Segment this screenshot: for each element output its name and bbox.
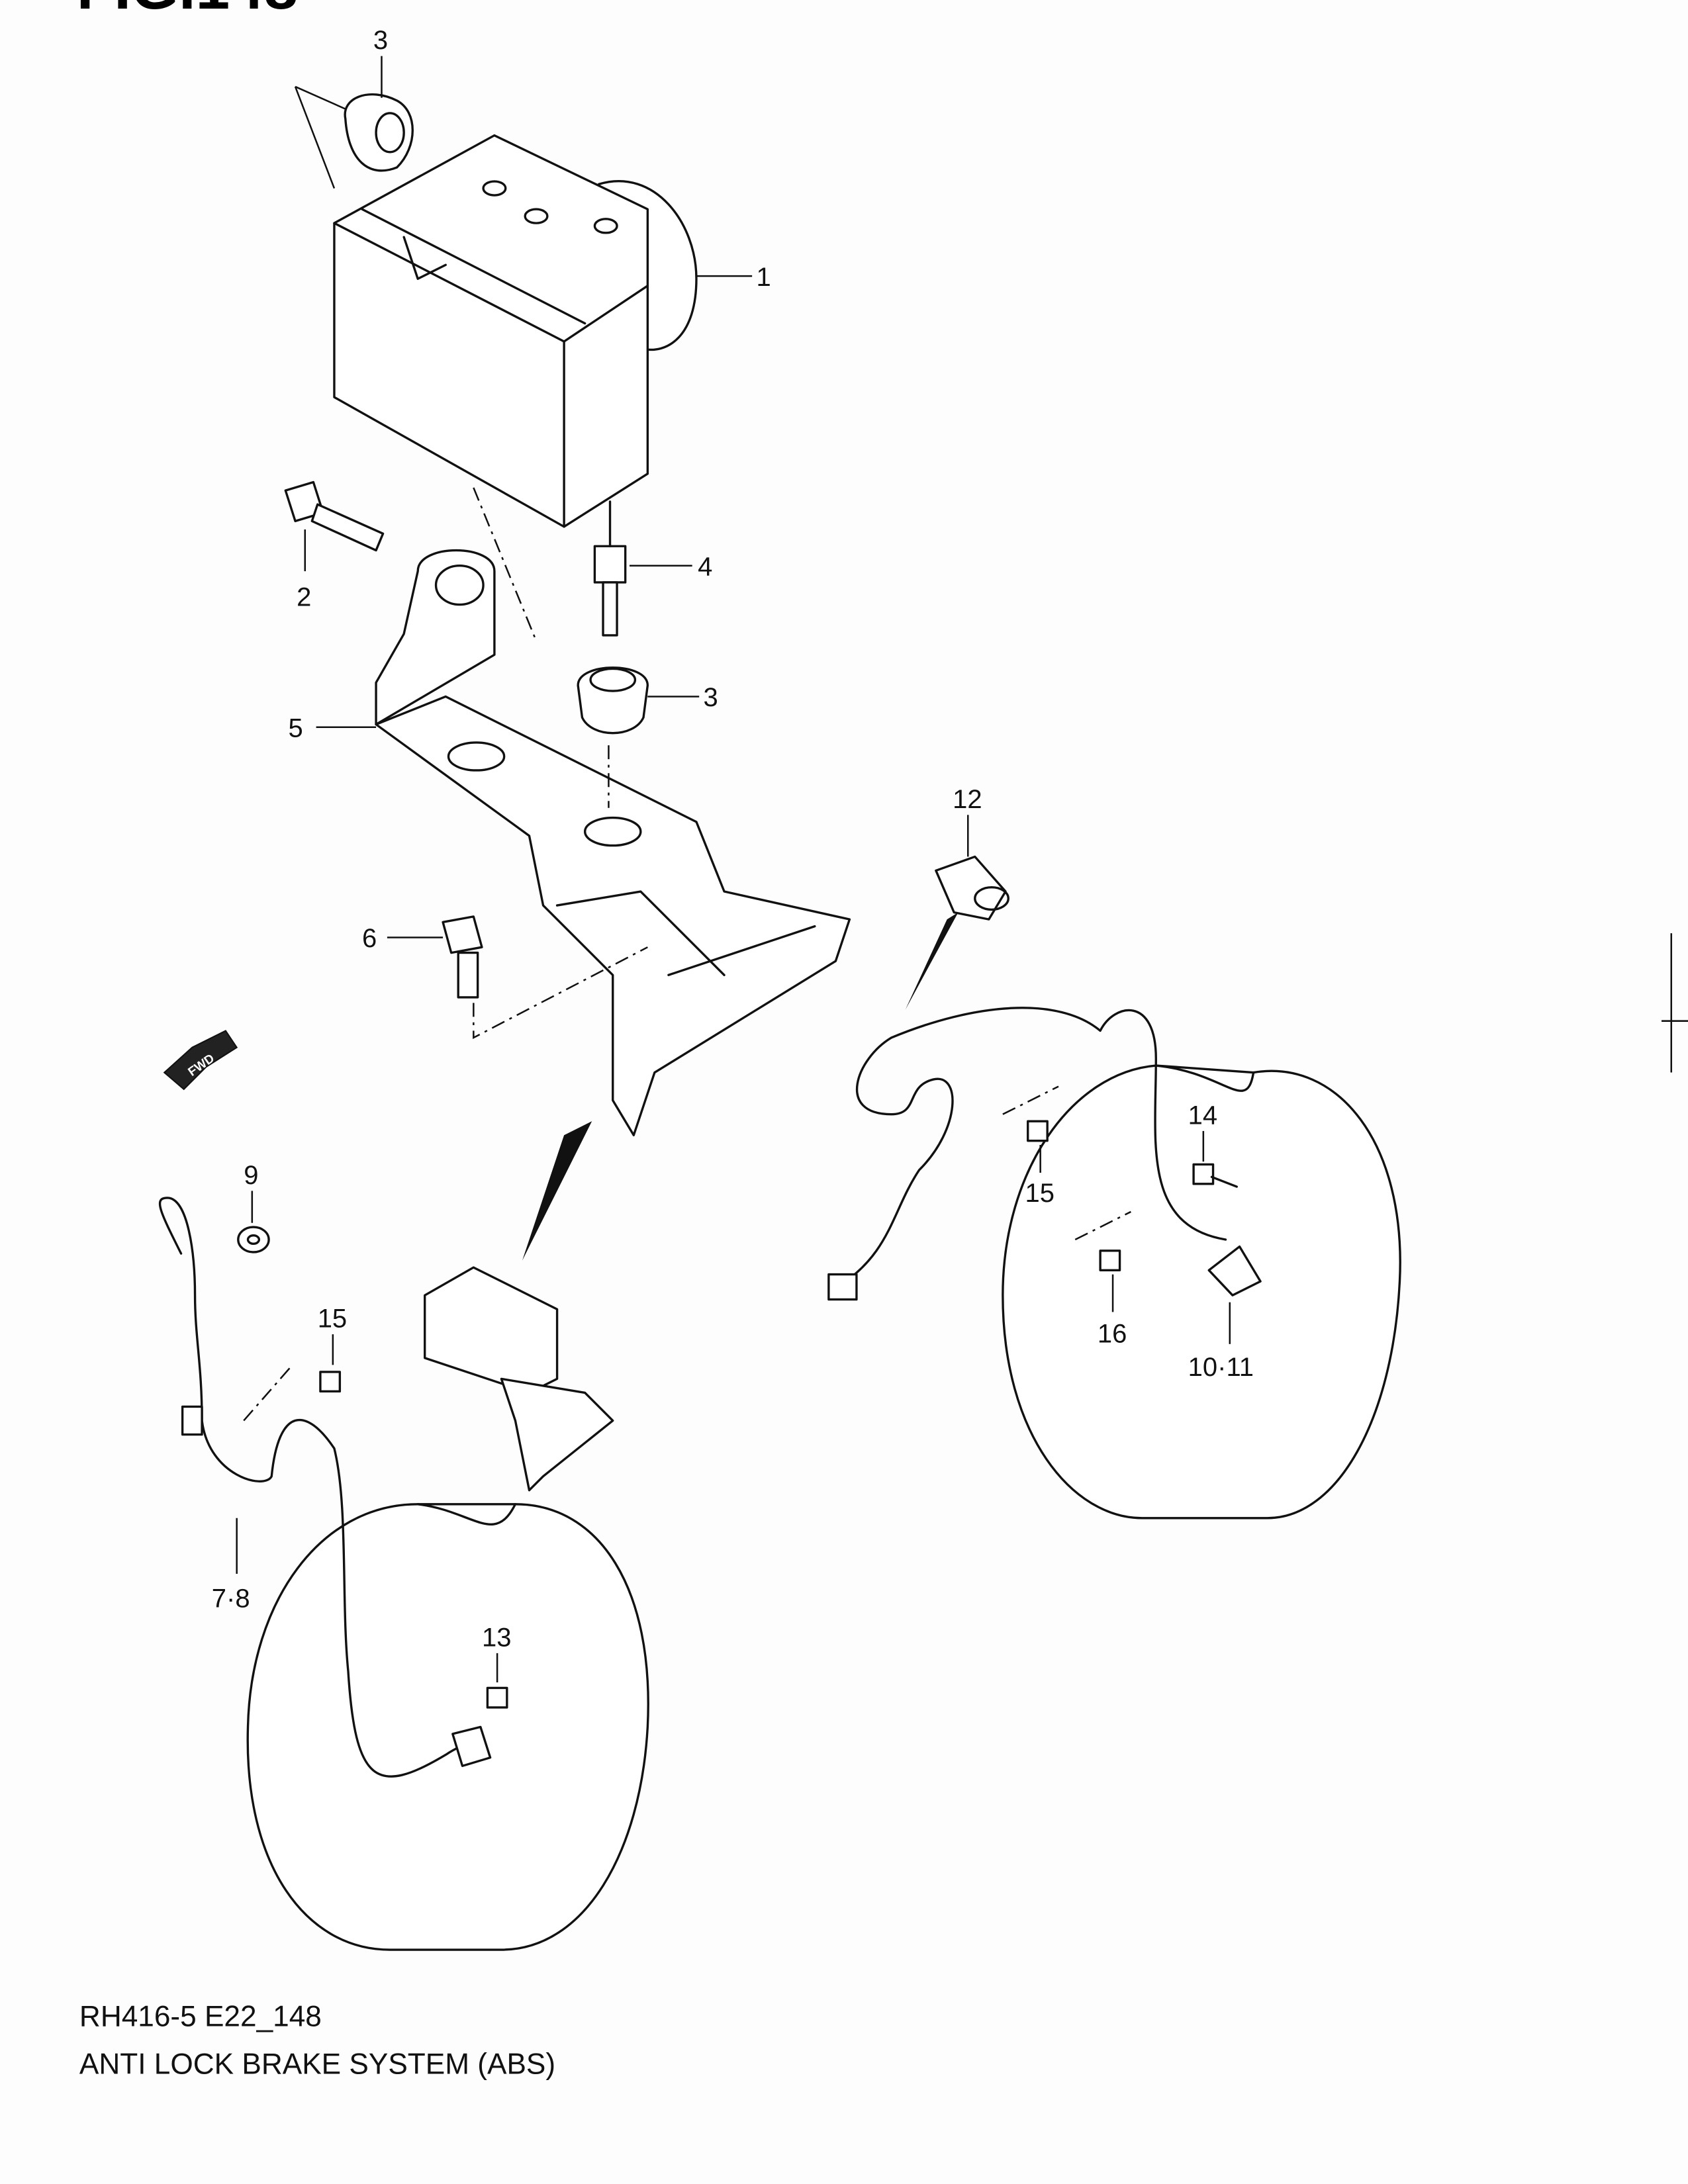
callout-16: 16 (1098, 1320, 1127, 1349)
callout-7-8: 7·8 (212, 1584, 250, 1613)
diagram-caption: ANTI LOCK BRAKE SYSTEM (ABS) (79, 2048, 555, 2080)
clip-12[interactable] (935, 855, 1009, 921)
callout-4: 4 (698, 552, 712, 581)
bolt-13[interactable] (486, 1686, 508, 1709)
wheel-left (246, 1503, 649, 1951)
callout-13: 13 (482, 1623, 511, 1652)
callout-2: 2 (297, 583, 311, 612)
wheel-speed-sensor-right[interactable] (827, 1007, 1262, 1301)
figure-title: FIG.148 (77, 0, 298, 22)
bolt-6[interactable] (442, 915, 483, 999)
callout-3-top: 3 (373, 26, 388, 55)
callout-15-left: 15 (318, 1304, 347, 1334)
stud-4[interactable] (593, 500, 627, 637)
wheel-speed-sensor-left[interactable] (158, 1197, 492, 1778)
abs-hydraulic-unit[interactable] (333, 134, 698, 528)
diagram-code: RH416-5 E22_148 (79, 2001, 322, 2033)
bracket-5[interactable] (375, 549, 851, 1136)
callout-5: 5 (289, 713, 303, 743)
fwd-direction-arrow: FWD (163, 1030, 238, 1091)
callout-10-11: 10·11 (1188, 1353, 1254, 1382)
bolt-14[interactable] (1192, 1163, 1215, 1185)
grommet-lower[interactable] (577, 666, 649, 735)
wheel-right (1002, 1064, 1401, 1520)
callout-14: 14 (1188, 1101, 1217, 1130)
callout-6: 6 (362, 924, 377, 953)
bolt-15-left[interactable] (319, 1371, 342, 1393)
bolt-2[interactable] (284, 480, 385, 552)
abs-unit-locator (424, 1121, 614, 1492)
callout-12: 12 (953, 785, 982, 814)
bolt-16[interactable] (1099, 1250, 1121, 1271)
callout-9: 9 (244, 1161, 258, 1190)
grommet-top[interactable] (344, 93, 414, 172)
callout-15-right: 15 (1025, 1179, 1055, 1208)
callout-3-lower: 3 (703, 683, 718, 712)
washer-9[interactable] (237, 1226, 270, 1253)
callout-1: 1 (756, 263, 771, 292)
bolt-15-right[interactable] (1027, 1120, 1049, 1142)
